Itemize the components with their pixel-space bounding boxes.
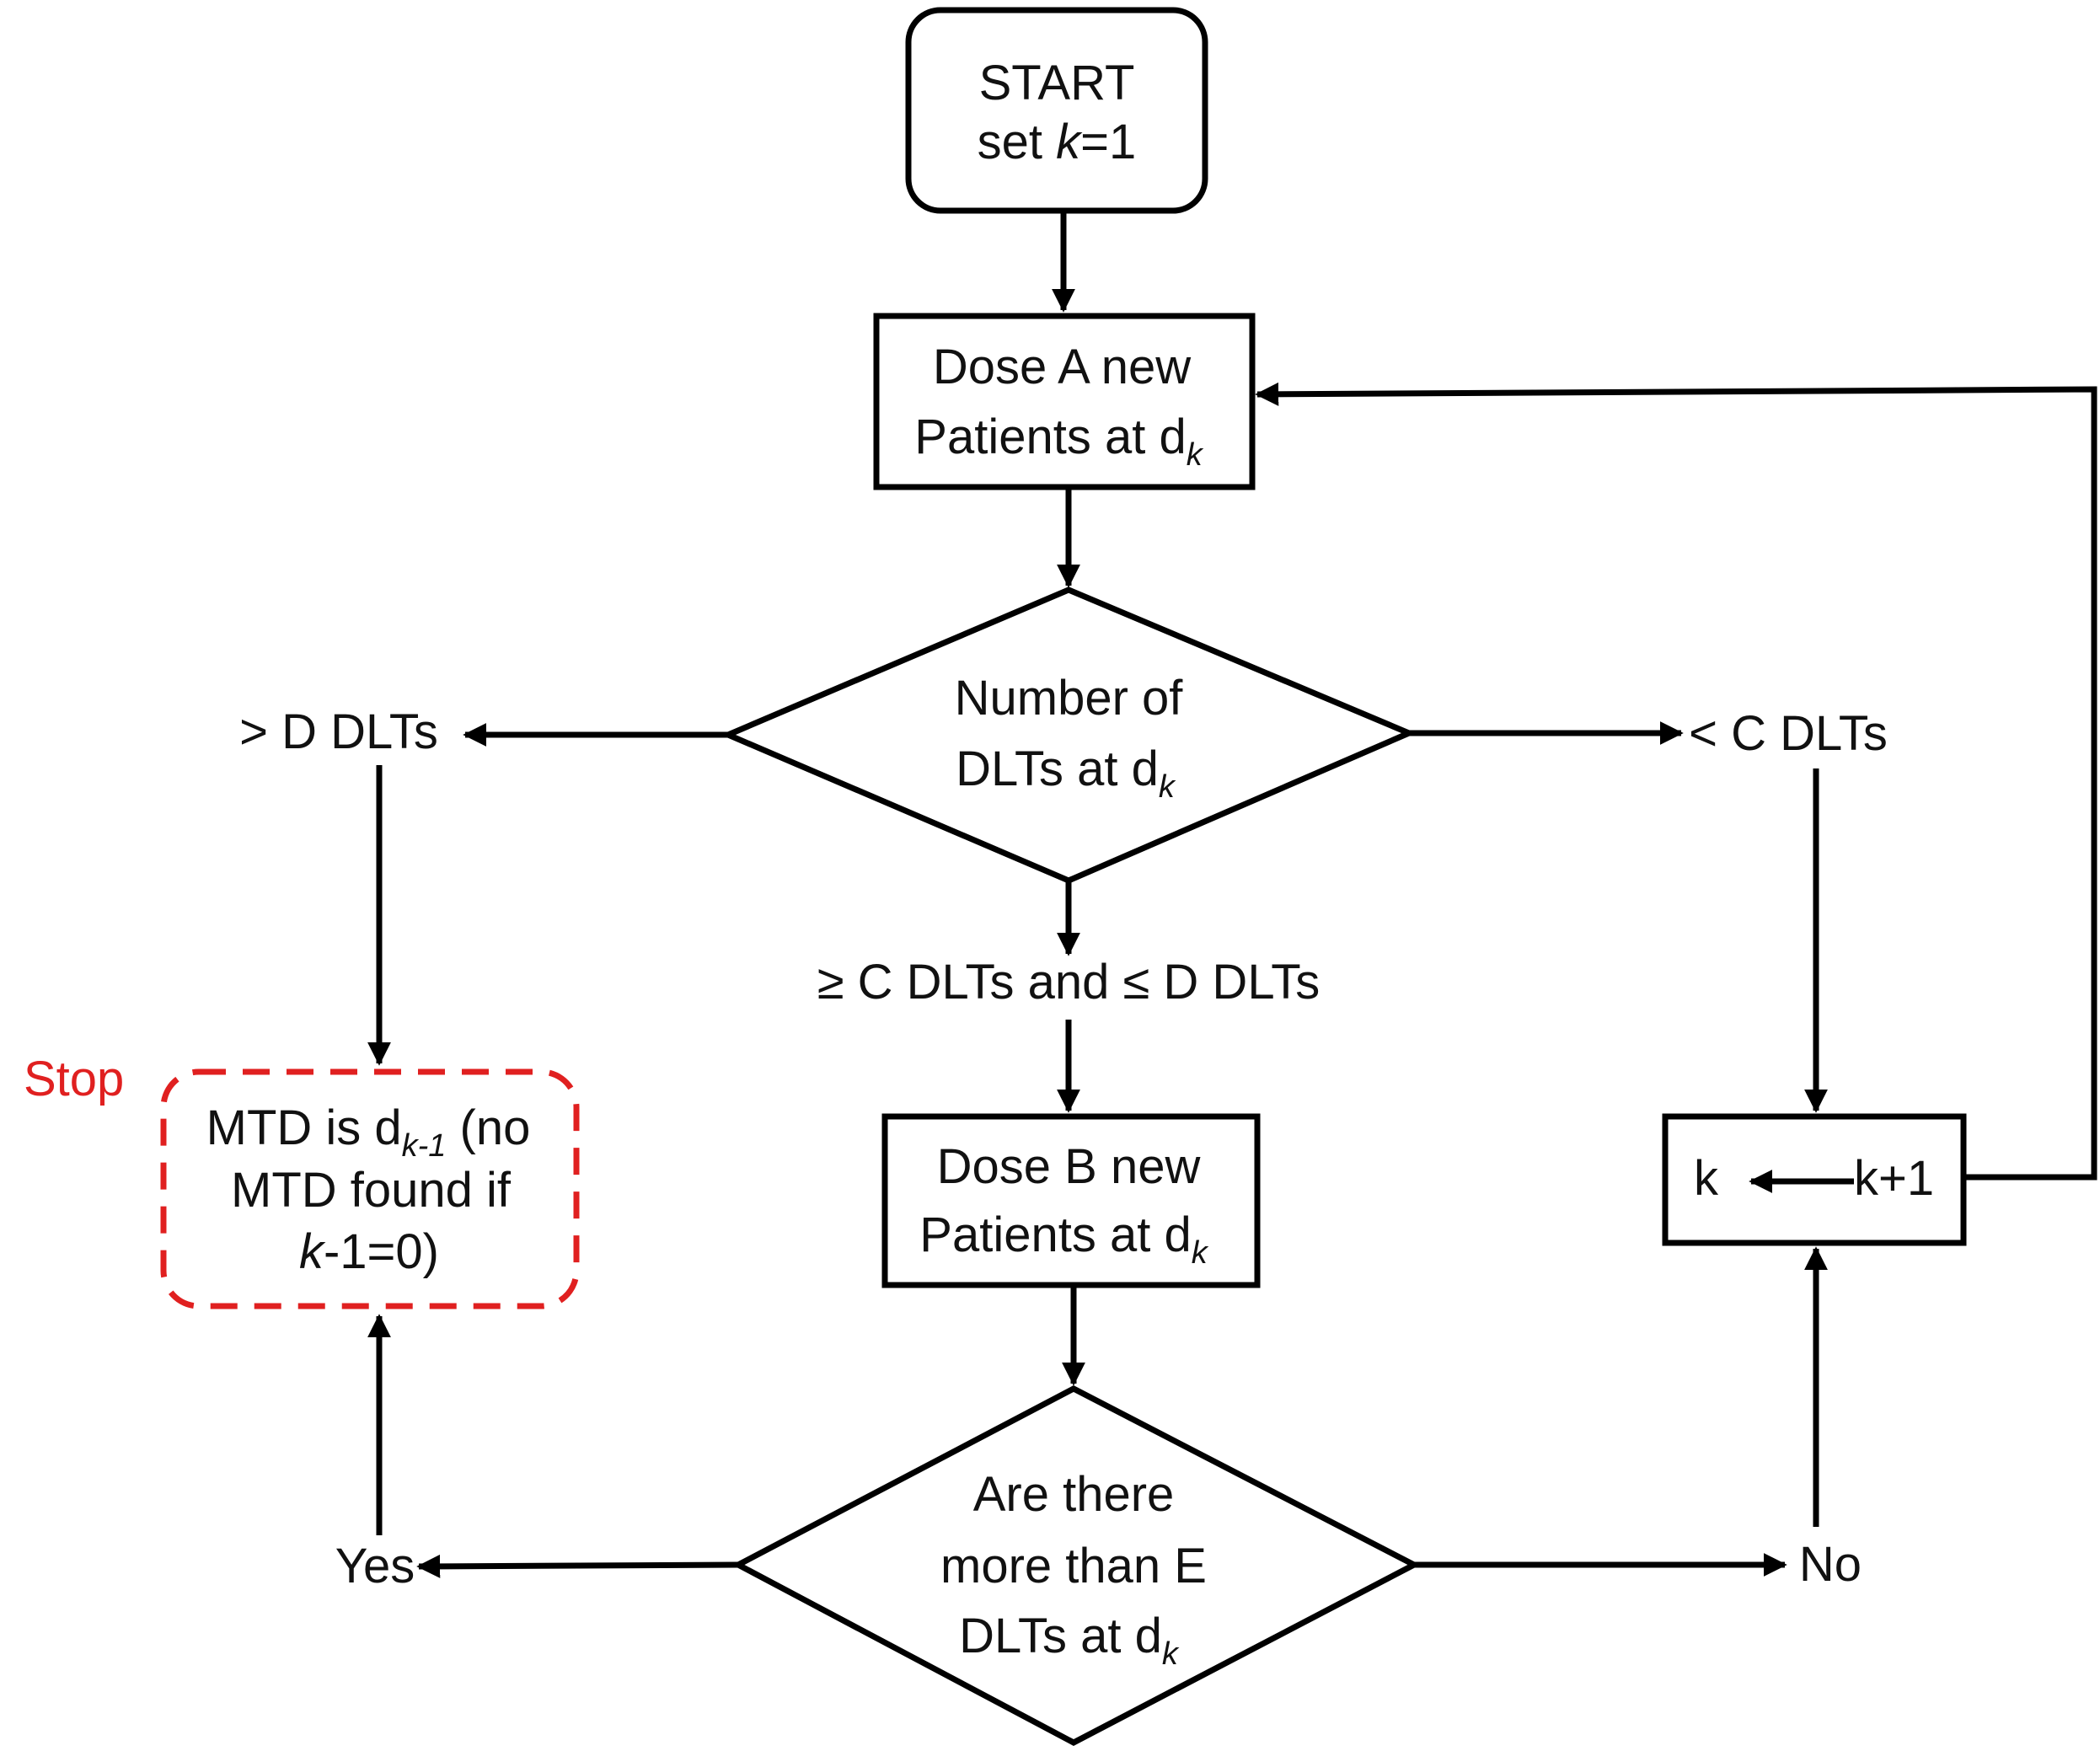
decision-dlts-line2: DLTs at dk [956,742,1176,805]
start-set-k: set k=1 [978,115,1137,169]
dose-b-line1: Dose B new [937,1139,1202,1194]
start-node [905,7,1208,214]
decision-e-line2: more than E [940,1539,1207,1593]
decision-e-line3: DLTs at dk [959,1609,1180,1672]
greater-than-d-label: > D DLTs [239,704,438,759]
stop-tag: Stop [24,1052,124,1106]
between-c-d-label: ≥ C DLTs and ≤ D DLTs [817,955,1321,1009]
loop-back-arrow [1255,382,2097,1181]
stop-line3: k-1=0) [299,1224,439,1279]
decision-dlts-diamond [721,586,1417,884]
less-than-c-label: < C DLTs [1689,706,1888,761]
no-label: No [1799,1537,1862,1592]
stop-line2: MTD found if [231,1163,512,1218]
decision-e-line1: Are there [973,1467,1175,1522]
to-yes-arrow [416,1554,739,1578]
dose-a-line2: Patients at dk [914,410,1203,473]
decision-dlts-line1: Number of [955,671,1184,726]
yes-label: Yes [335,1539,415,1593]
dose-b-box [881,1113,1261,1288]
start-title: START [979,56,1135,110]
dose-a-line1: Dose A new [933,340,1192,394]
increment-left: k [1694,1151,1719,1206]
dose-b-line2: Patients at dk [919,1207,1208,1271]
dose-a-box [873,313,1256,490]
stop-line1: MTD is dk-1 (no [206,1100,531,1164]
stop-box [160,1068,580,1309]
increment-right: k+1 [1854,1151,1934,1206]
decision-more-than-e-diamond [731,1385,1421,1746]
